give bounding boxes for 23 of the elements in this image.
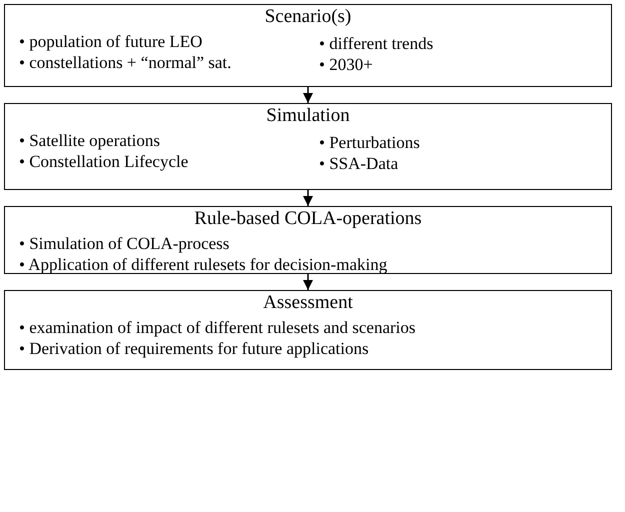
process-box: [4, 4, 612, 87]
bullet-item: • 2030+: [319, 54, 373, 75]
box-heading: Scenario(s): [264, 6, 352, 28]
bullet-item: • Derivation of requirements for future applications: [19, 338, 369, 359]
process-box: [4, 206, 612, 274]
arrow: [303, 190, 313, 206]
bullet-item: • constellations + “normal” sat.: [19, 52, 232, 73]
box-heading: Assessment: [262, 292, 354, 314]
bullet-item: • examination of impact of different rulesets and scenarios: [19, 317, 416, 338]
process-box: [4, 290, 612, 370]
bullet-item: • Simulation of COLA-process: [19, 233, 230, 254]
bullet-item: • Perturbations: [319, 132, 420, 153]
bullet-item: • Application of different rulesets for decision-making: [19, 254, 388, 275]
bullet-item: • different trends: [319, 33, 434, 54]
bullet-item: • SSA-Data: [319, 153, 398, 174]
process-box: [4, 103, 612, 190]
bullet-item: • population of future LEO: [19, 31, 202, 52]
bullet-item: • Constellation Lifecycle: [19, 151, 188, 172]
box-heading: Simulation: [265, 105, 351, 127]
box-heading: Rule-based COLA-operations: [193, 208, 423, 230]
arrow: [303, 274, 313, 290]
bullet-item: • Satellite operations: [19, 130, 160, 151]
arrow: [303, 87, 313, 103]
